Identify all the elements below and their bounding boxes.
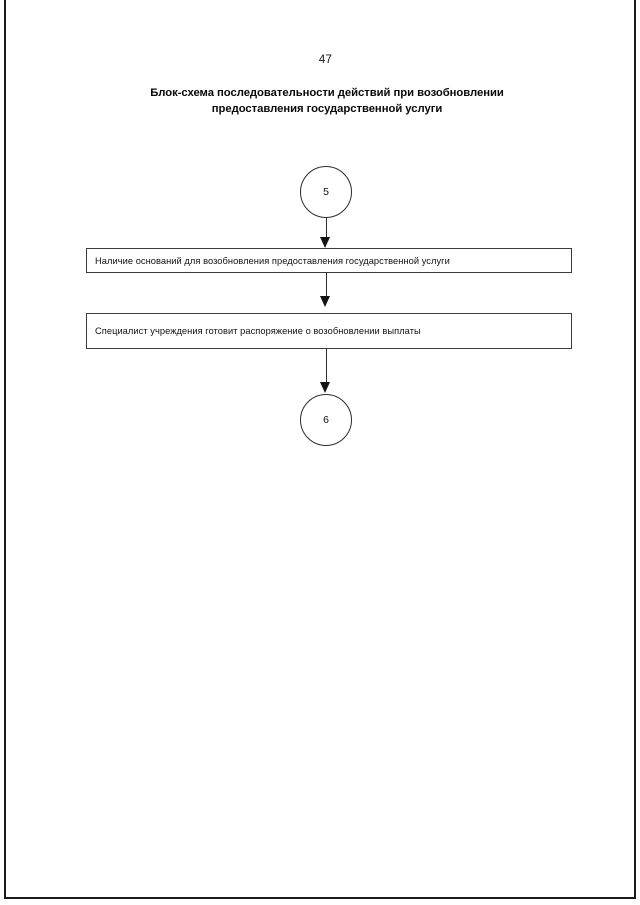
flow-connector-line-2 bbox=[326, 273, 327, 297]
flow-arrowhead-down-1 bbox=[320, 237, 330, 248]
flow-arrowhead-down-2 bbox=[320, 296, 330, 307]
flow-connector-line-1 bbox=[326, 218, 327, 239]
flow-arrowhead-down-3 bbox=[320, 382, 330, 393]
flow-node-connector-5-label: 5 bbox=[323, 186, 329, 198]
flow-node-specialist: Специалист учреждения готовит распоряжен… bbox=[86, 313, 572, 349]
page-title: Блок-схема последовательности действий п… bbox=[0, 86, 640, 117]
flow-connector-line-3 bbox=[326, 349, 327, 383]
scan-edge-right bbox=[634, 0, 636, 899]
flow-node-connector-6: 6 bbox=[300, 394, 352, 446]
page-title-line-2: предоставления государственной услуги bbox=[211, 102, 443, 115]
scan-edge-left bbox=[4, 0, 6, 899]
flow-node-grounds-label: Наличие оснований для возобновления пред… bbox=[95, 255, 450, 266]
page-title-line-1: Блок-схема последовательности действий п… bbox=[150, 87, 504, 99]
flow-node-grounds: Наличие оснований для возобновления пред… bbox=[86, 248, 572, 273]
flow-node-connector-6-label: 6 bbox=[323, 414, 329, 426]
flow-node-connector-5: 5 bbox=[300, 166, 352, 218]
scan-edge-bottom bbox=[4, 897, 636, 899]
page-number: 47 bbox=[318, 54, 333, 66]
flow-node-specialist-label: Специалист учреждения готовит распоряжен… bbox=[95, 326, 421, 336]
